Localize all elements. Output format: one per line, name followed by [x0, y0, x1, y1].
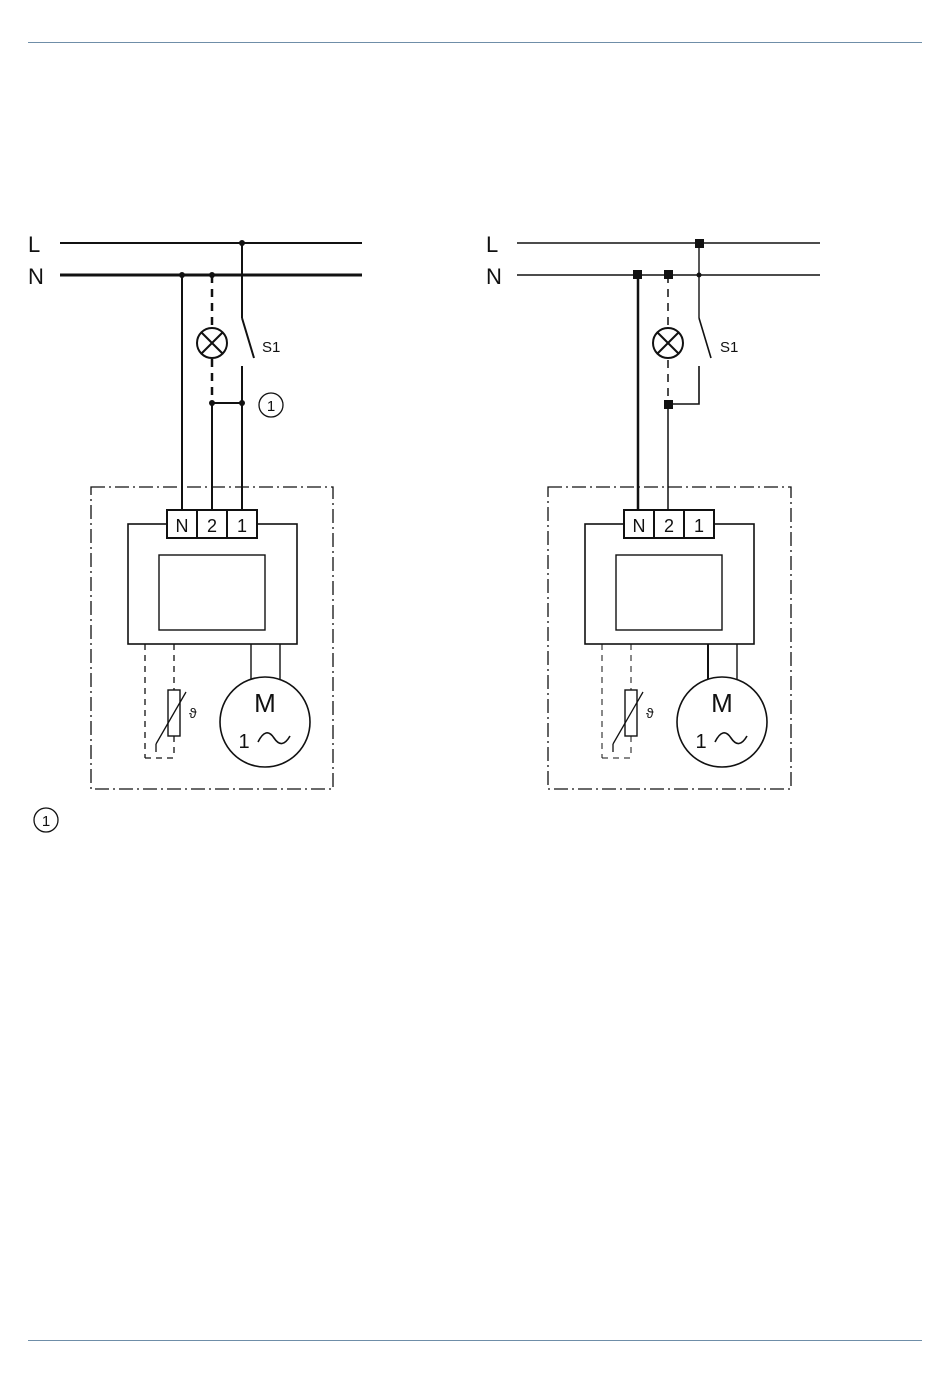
footnote: 1	[34, 808, 58, 832]
footnote-marker: 1	[42, 813, 50, 830]
motor-symbol: M	[254, 688, 276, 718]
motor-symbol: M	[711, 688, 733, 718]
terminal-block: N 2 1	[624, 510, 714, 538]
motor-icon: M 1	[220, 644, 310, 767]
terminal-1: 1	[694, 516, 704, 536]
wiring-diagram-left: L N S1 1	[28, 232, 362, 789]
thermistor-symbol: ϑ	[646, 705, 654, 721]
controller-box	[128, 524, 297, 644]
motor-phase: 1	[238, 731, 249, 753]
switched-return-wire	[668, 366, 699, 404]
switch-s1-label: S1	[720, 339, 738, 356]
junction-dot	[239, 400, 245, 406]
switch-s1-label: S1	[262, 339, 280, 356]
thermistor-symbol: ϑ	[189, 705, 197, 721]
motor-phase: 1	[695, 731, 706, 753]
controller-box	[585, 524, 754, 644]
terminal-block: N 2 1	[167, 510, 257, 538]
switch-s1-icon	[699, 318, 711, 358]
line-l-label: L	[28, 232, 40, 257]
line-n-label: N	[486, 264, 502, 289]
lamp-icon	[197, 328, 227, 358]
junction-dot	[209, 400, 215, 406]
junction-square	[664, 400, 673, 409]
line-l-label: L	[486, 232, 498, 257]
terminal-2: 2	[207, 516, 217, 536]
controller-display	[616, 555, 722, 630]
motor-icon: M 1	[677, 644, 767, 767]
terminal-1: 1	[237, 516, 247, 536]
callout-1-number: 1	[267, 398, 275, 415]
thermistor-icon: ϑ	[145, 644, 197, 758]
lamp-icon	[653, 328, 683, 358]
wiring-diagram-right: L N S1 N 2 1	[486, 232, 820, 789]
thermistor-icon: ϑ	[602, 644, 654, 758]
callout-1: 1	[259, 393, 283, 417]
terminal-2: 2	[664, 516, 674, 536]
controller-display	[159, 555, 265, 630]
terminal-n: N	[633, 516, 646, 536]
switch-s1-icon	[242, 318, 254, 358]
line-n-label: N	[28, 264, 44, 289]
terminal-n: N	[176, 516, 189, 536]
